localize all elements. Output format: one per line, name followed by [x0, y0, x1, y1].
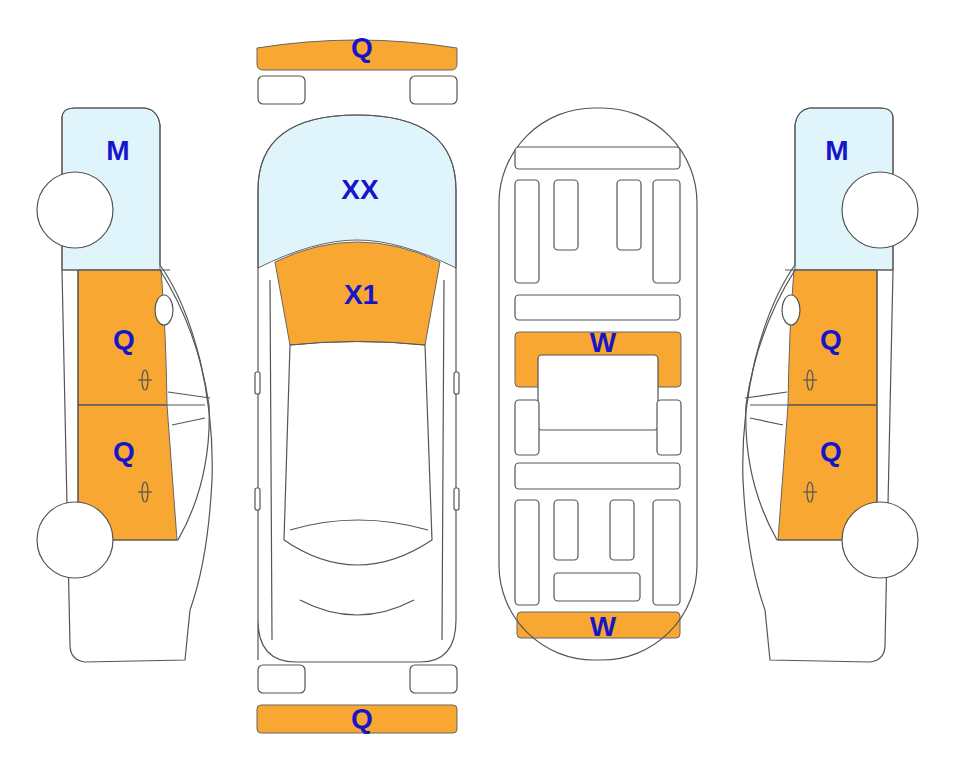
damage-code: XX [341, 176, 378, 204]
panel-shape [78, 405, 177, 540]
damage-code: Q [351, 34, 373, 62]
damage-code: Q [820, 326, 842, 354]
panel-shape [62, 108, 160, 270]
damage-code: X1 [344, 281, 378, 309]
damage-panel: M [795, 108, 893, 270]
damage-panel: W [515, 332, 681, 387]
damage-code: M [106, 137, 129, 165]
damage-panel: W [517, 612, 680, 638]
damage-panel: X1 [275, 240, 440, 346]
damage-panel: Q [78, 270, 168, 405]
damage-code: Q [113, 326, 135, 354]
damage-panel: Q [78, 405, 177, 540]
damage-code: M [825, 137, 848, 165]
damage-code: Q [113, 438, 135, 466]
damage-panel: Q [778, 405, 877, 540]
damage-panel: Q [787, 270, 877, 405]
panel-shape [778, 405, 877, 540]
damage-code: Q [820, 438, 842, 466]
damage-panel: Q [257, 36, 457, 70]
damage-code: W [590, 613, 616, 641]
damage-code: W [590, 329, 616, 357]
damage-panel: M [62, 108, 160, 270]
panel-shape [795, 108, 893, 270]
damage-panel: Q [257, 705, 457, 733]
damage-code: Q [351, 705, 373, 733]
